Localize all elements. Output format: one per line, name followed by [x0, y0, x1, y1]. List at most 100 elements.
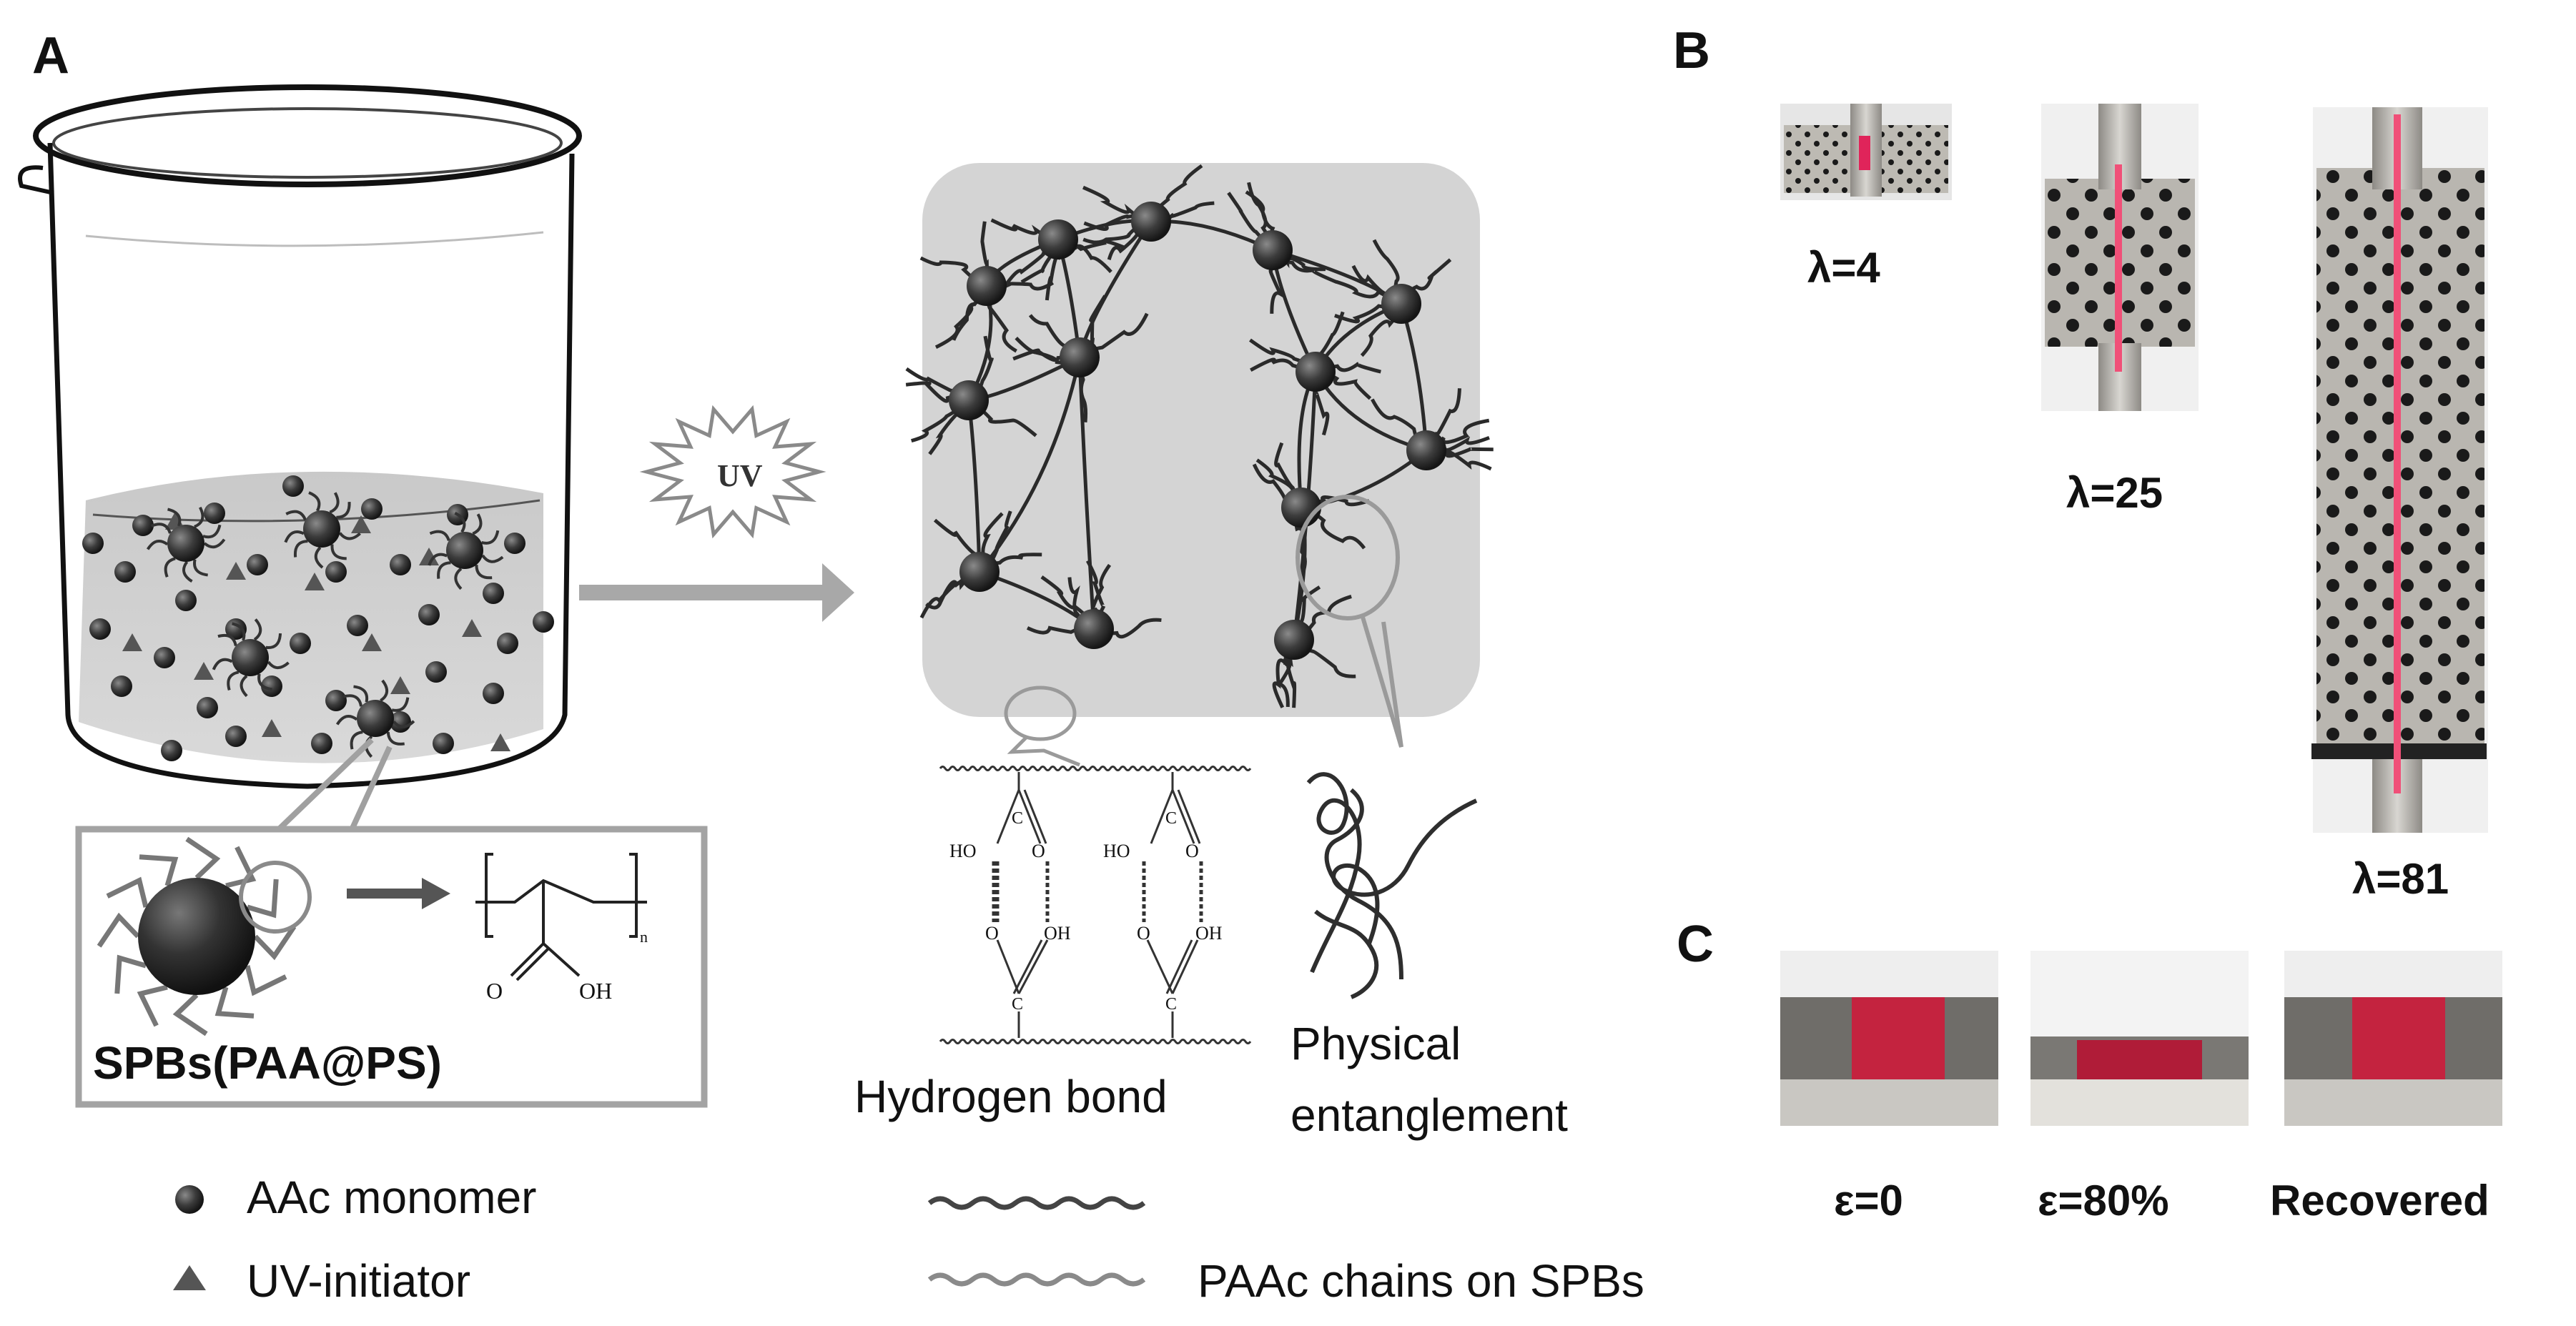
initiator-triangle	[351, 515, 371, 533]
entanglement-schematic	[1306, 772, 1478, 999]
tensile-photo-25	[2041, 104, 2199, 411]
network-spb-particles	[949, 202, 1446, 660]
spb-particle	[284, 491, 361, 569]
spb-arm	[97, 912, 140, 948]
chain-legend-icon-dark	[927, 1196, 1146, 1210]
spb-arm	[214, 986, 255, 1019]
monomer-dot	[114, 561, 136, 583]
spb-arm	[247, 879, 279, 919]
callout-lines	[277, 738, 393, 834]
chem-o-2: O	[1185, 841, 1199, 861]
initiator-triangles	[122, 512, 510, 751]
chem-ho-1: HO	[949, 841, 977, 861]
spb-particle	[428, 511, 504, 590]
network-spb	[1060, 337, 1100, 377]
monomer-dot	[225, 726, 247, 747]
monomer-dot	[390, 554, 411, 575]
monomer-dot	[425, 661, 447, 683]
initiator-triangle	[122, 633, 142, 651]
chem-o-4: O	[1137, 923, 1150, 944]
monomer-dots	[82, 475, 554, 761]
gel-network-box	[922, 163, 1480, 717]
monomer-dot	[282, 475, 304, 497]
monomer-dot	[82, 533, 104, 554]
chem-o-1: O	[1032, 841, 1045, 861]
panel-label-c: C	[1677, 916, 1714, 973]
monomer-dot	[225, 618, 247, 640]
chain-legend-icon-light	[927, 1272, 1146, 1287]
spb-particle	[212, 618, 290, 698]
spb-big-particle	[97, 836, 312, 1036]
network-spb	[1381, 284, 1421, 324]
uv-label: UV	[717, 458, 763, 493]
monomer-dot	[497, 633, 518, 654]
network-spb	[1038, 219, 1078, 259]
initiator-triangle	[419, 548, 439, 565]
stretch-label-81: λ=81	[2352, 855, 2449, 903]
initiator-legend-icon	[173, 1265, 206, 1290]
legend-chains-label: PAAc chains on SPBs	[1198, 1255, 1644, 1307]
monomer-dot	[132, 515, 154, 536]
beaker-rim	[33, 84, 582, 187]
initiator-triangle	[362, 633, 382, 651]
network-spb	[1274, 620, 1314, 660]
paa-structure	[475, 853, 647, 981]
panel-label-b: B	[1673, 22, 1710, 79]
chem-oh-1: OH	[1044, 923, 1071, 944]
initiator-triangle	[262, 719, 282, 737]
compression-label-recovered: Recovered	[2270, 1177, 2489, 1224]
entangle-callout-circle	[1296, 495, 1400, 620]
monomer-dot	[504, 533, 525, 554]
spb-arm	[106, 876, 149, 908]
spb-arm	[172, 993, 208, 1036]
legend-initiator-label: UV-initiator	[247, 1255, 470, 1307]
monomer-dot	[533, 611, 554, 633]
initiator-triangle	[390, 676, 410, 694]
monomer-dot	[347, 615, 368, 636]
stretch-label-4: λ=4	[1807, 244, 1880, 292]
monomer-dot	[483, 583, 504, 604]
spb-arm	[245, 965, 287, 996]
monomer-dot	[433, 733, 454, 754]
network-spb	[967, 266, 1007, 306]
monomer-dot	[361, 498, 383, 520]
paa-o: O	[486, 978, 503, 1004]
spb-particles	[146, 491, 504, 758]
chem-oh-2: OH	[1195, 923, 1223, 944]
panel-label-a: A	[32, 27, 69, 84]
reaction-arrow-shaft	[579, 585, 826, 600]
initiator-triangle	[194, 662, 214, 680]
beaker-line	[85, 231, 544, 247]
network-spb	[959, 552, 1000, 592]
beaker-spout	[18, 165, 54, 195]
monomer-dot	[111, 676, 132, 697]
spb-arm	[253, 925, 297, 961]
monomer-dot	[261, 676, 282, 697]
compression-photo-recovered	[2284, 951, 2502, 1126]
entangle-callout-tail	[1360, 614, 1403, 748]
network-spb	[949, 380, 989, 420]
monomer-dot	[247, 554, 268, 575]
chem-o-3: O	[985, 923, 999, 944]
hydrogen-bond-schematic	[939, 766, 1252, 1044]
beaker-wall	[47, 142, 575, 789]
physical-label-line1: Physical	[1291, 1018, 1461, 1069]
chem-ho-2: HO	[1103, 841, 1130, 861]
monomer-dot	[197, 697, 218, 718]
tensile-photo-81	[2311, 107, 2488, 833]
beaker	[18, 84, 582, 789]
beaker-rim-inner	[52, 107, 563, 179]
initiator-triangle	[490, 733, 510, 751]
compression-photo-0	[1780, 951, 1998, 1126]
monomer-dot	[175, 590, 197, 611]
monomer-dot	[204, 503, 225, 524]
chem-c-4: C	[1165, 809, 1178, 828]
zoom-circle	[239, 861, 312, 934]
monomer-dot	[311, 733, 332, 754]
hbond-callout-tail	[1007, 736, 1080, 767]
monomer-dot	[325, 561, 347, 583]
initiator-triangle	[226, 562, 246, 580]
network-spb	[1296, 352, 1336, 392]
paa-oh: OH	[579, 978, 613, 1004]
